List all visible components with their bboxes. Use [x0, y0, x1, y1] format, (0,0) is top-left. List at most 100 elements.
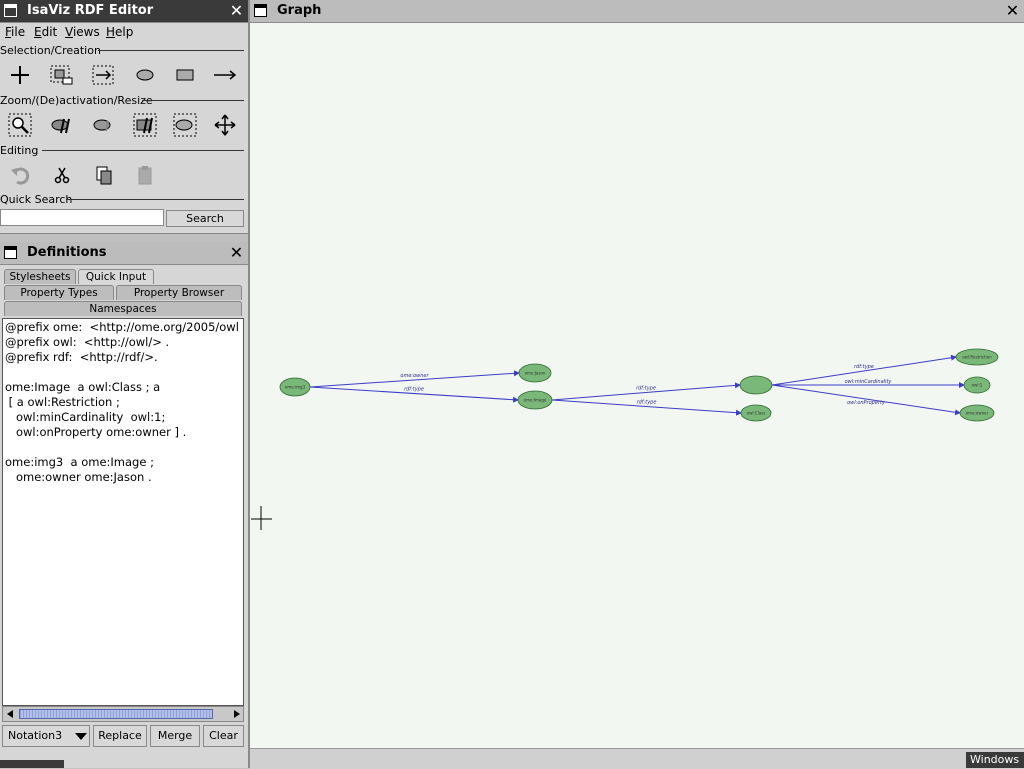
search-button[interactable]: Search: [166, 210, 244, 227]
graph-edge[interactable]: [771, 384, 961, 416]
graph-window: Graph ✕ ome:owner rdf:type rdf:type rdf:typ…: [250, 0, 1024, 769]
section-divider: [42, 150, 244, 151]
graph-edge[interactable]: [771, 354, 957, 386]
graph-edge-label[interactable]: rdf:type: [637, 400, 657, 406]
graph-edge-label[interactable]: owl:minCardinality: [845, 379, 893, 385]
graph-node[interactable]: [279, 377, 311, 397]
scroll-left-icon[interactable]: [4, 709, 16, 719]
replace-button[interactable]: Replace: [93, 725, 147, 747]
graph-node[interactable]: [963, 376, 991, 394]
editor-title: IsaViz RDF Editor: [27, 3, 154, 18]
window-menu-icon[interactable]: [4, 246, 17, 259]
graph-node[interactable]: [740, 404, 772, 422]
graph-node[interactable]: [518, 363, 552, 383]
resize-tool[interactable]: [211, 112, 239, 138]
n3-text-area[interactable]: @prefix ome: <http://ome.org/2005/owl @p…: [2, 318, 244, 706]
graph-edge[interactable]: [309, 386, 519, 403]
create-resource-tool[interactable]: [6, 62, 34, 88]
window-menu-icon[interactable]: [254, 4, 267, 17]
undo-button[interactable]: [6, 162, 34, 188]
zoom-tool[interactable]: [6, 112, 34, 138]
graph-status-bar: [250, 748, 1024, 769]
graph-edge[interactable]: [551, 382, 741, 401]
graph-edge[interactable]: [551, 399, 742, 416]
graph-edge-label[interactable]: rdf:type: [404, 387, 424, 393]
windows-taskbar-button[interactable]: Windows: [966, 752, 1024, 768]
section-divider: [98, 50, 244, 51]
graph-node[interactable]: [955, 348, 999, 366]
tab-namespaces[interactable]: Namespaces: [4, 301, 242, 316]
graph-canvas[interactable]: ome:owner rdf:type rdf:type rdf:type rdf:typ…: [250, 22, 1024, 748]
resize-handle[interactable]: [0, 233, 248, 243]
notation-select[interactable]: Notation3: [2, 725, 90, 747]
close-icon[interactable]: ✕: [229, 1, 244, 20]
deactivate-tool-4[interactable]: [171, 112, 199, 138]
paste-icon: [138, 166, 152, 185]
menu-edit[interactable]: Edit: [34, 25, 58, 39]
select-edge-tool[interactable]: [90, 62, 118, 88]
create-property-tool[interactable]: [211, 62, 239, 88]
editor-window: IsaViz RDF Editor ✕ File Edit Views Help…: [0, 0, 250, 243]
close-icon[interactable]: ✕: [1005, 1, 1020, 20]
plus-icon: [11, 66, 29, 84]
horizontal-scrollbar[interactable]: [2, 706, 244, 722]
paste-button[interactable]: [131, 162, 159, 188]
definitions-titlebar[interactable]: Definitions ✕: [0, 242, 248, 265]
graph-edge-label[interactable]: owl:onProperty: [847, 400, 886, 406]
move-icon: [214, 114, 236, 136]
menu-file[interactable]: File: [5, 25, 26, 39]
quick-search-input[interactable]: [0, 209, 164, 226]
graph-node-label: ome:owner: [966, 411, 989, 416]
graph-title: Graph: [277, 3, 322, 18]
tab-property-browser[interactable]: Property Browser: [116, 285, 242, 300]
graph-edge-label[interactable]: rdf:type: [854, 364, 874, 370]
editor-titlebar[interactable]: IsaViz RDF Editor ✕: [0, 0, 248, 23]
section-divider: [142, 100, 244, 101]
graph-edge-label[interactable]: ome:owner: [400, 373, 429, 379]
menu-help[interactable]: Help: [106, 25, 134, 39]
select-arrow-icon: [92, 65, 114, 85]
scroll-right-icon[interactable]: [231, 709, 243, 719]
cut-button[interactable]: [48, 162, 76, 188]
section-editing-label: Editing: [0, 144, 39, 157]
deactivate-icon-4: [173, 113, 197, 137]
tab-stylesheets[interactable]: Stylesheets: [4, 269, 76, 284]
window-menu-icon[interactable]: [4, 4, 17, 17]
copy-button[interactable]: [90, 162, 118, 188]
scrollbar-thumb[interactable]: [19, 709, 213, 719]
n3-text: @prefix ome: <http://ome.org/2005/owl @p…: [5, 320, 239, 484]
graph-edge[interactable]: [309, 370, 520, 388]
arrow-icon: [214, 70, 237, 80]
graph-edge-label[interactable]: rdf:type: [636, 386, 656, 392]
graph-node-label: owl:1: [972, 383, 983, 388]
deactivate-icon-2: [93, 119, 111, 132]
select-region-icon: [50, 65, 73, 85]
menu-views[interactable]: Views: [65, 25, 100, 39]
graph-titlebar[interactable]: Graph ✕: [250, 0, 1024, 23]
section-divider: [66, 199, 244, 200]
create-literal-ellipse-tool[interactable]: [131, 62, 159, 88]
tab-property-types[interactable]: Property Types: [4, 285, 114, 300]
create-literal-rect-tool[interactable]: [171, 62, 199, 88]
chevron-down-icon: [75, 733, 87, 740]
deactivate-tool-1[interactable]: [48, 112, 76, 138]
notation-select-value: Notation3: [8, 729, 63, 742]
close-icon[interactable]: ✕: [229, 243, 244, 262]
deactivate-icon-3: [133, 113, 157, 137]
undo-icon: [11, 167, 30, 185]
graph-node[interactable]: [739, 375, 773, 395]
graph-node-label: owl:Restriction: [962, 355, 992, 360]
section-selection-label: Selection/Creation: [0, 44, 101, 57]
clear-button[interactable]: Clear: [203, 725, 244, 747]
graph-node[interactable]: [959, 404, 995, 422]
section-quick-search-label: Quick Search: [0, 193, 73, 206]
menu-bar: File Edit Views Help: [0, 22, 248, 42]
deactivate-tool-3[interactable]: [131, 112, 159, 138]
select-region-tool[interactable]: [48, 62, 76, 88]
zoom-icon: [8, 113, 32, 137]
merge-button[interactable]: Merge: [150, 725, 200, 747]
tab-quick-input[interactable]: Quick Input: [78, 269, 154, 284]
graph-node[interactable]: [517, 390, 553, 410]
deactivate-tool-2[interactable]: [90, 112, 118, 138]
status-strip: [0, 760, 64, 768]
